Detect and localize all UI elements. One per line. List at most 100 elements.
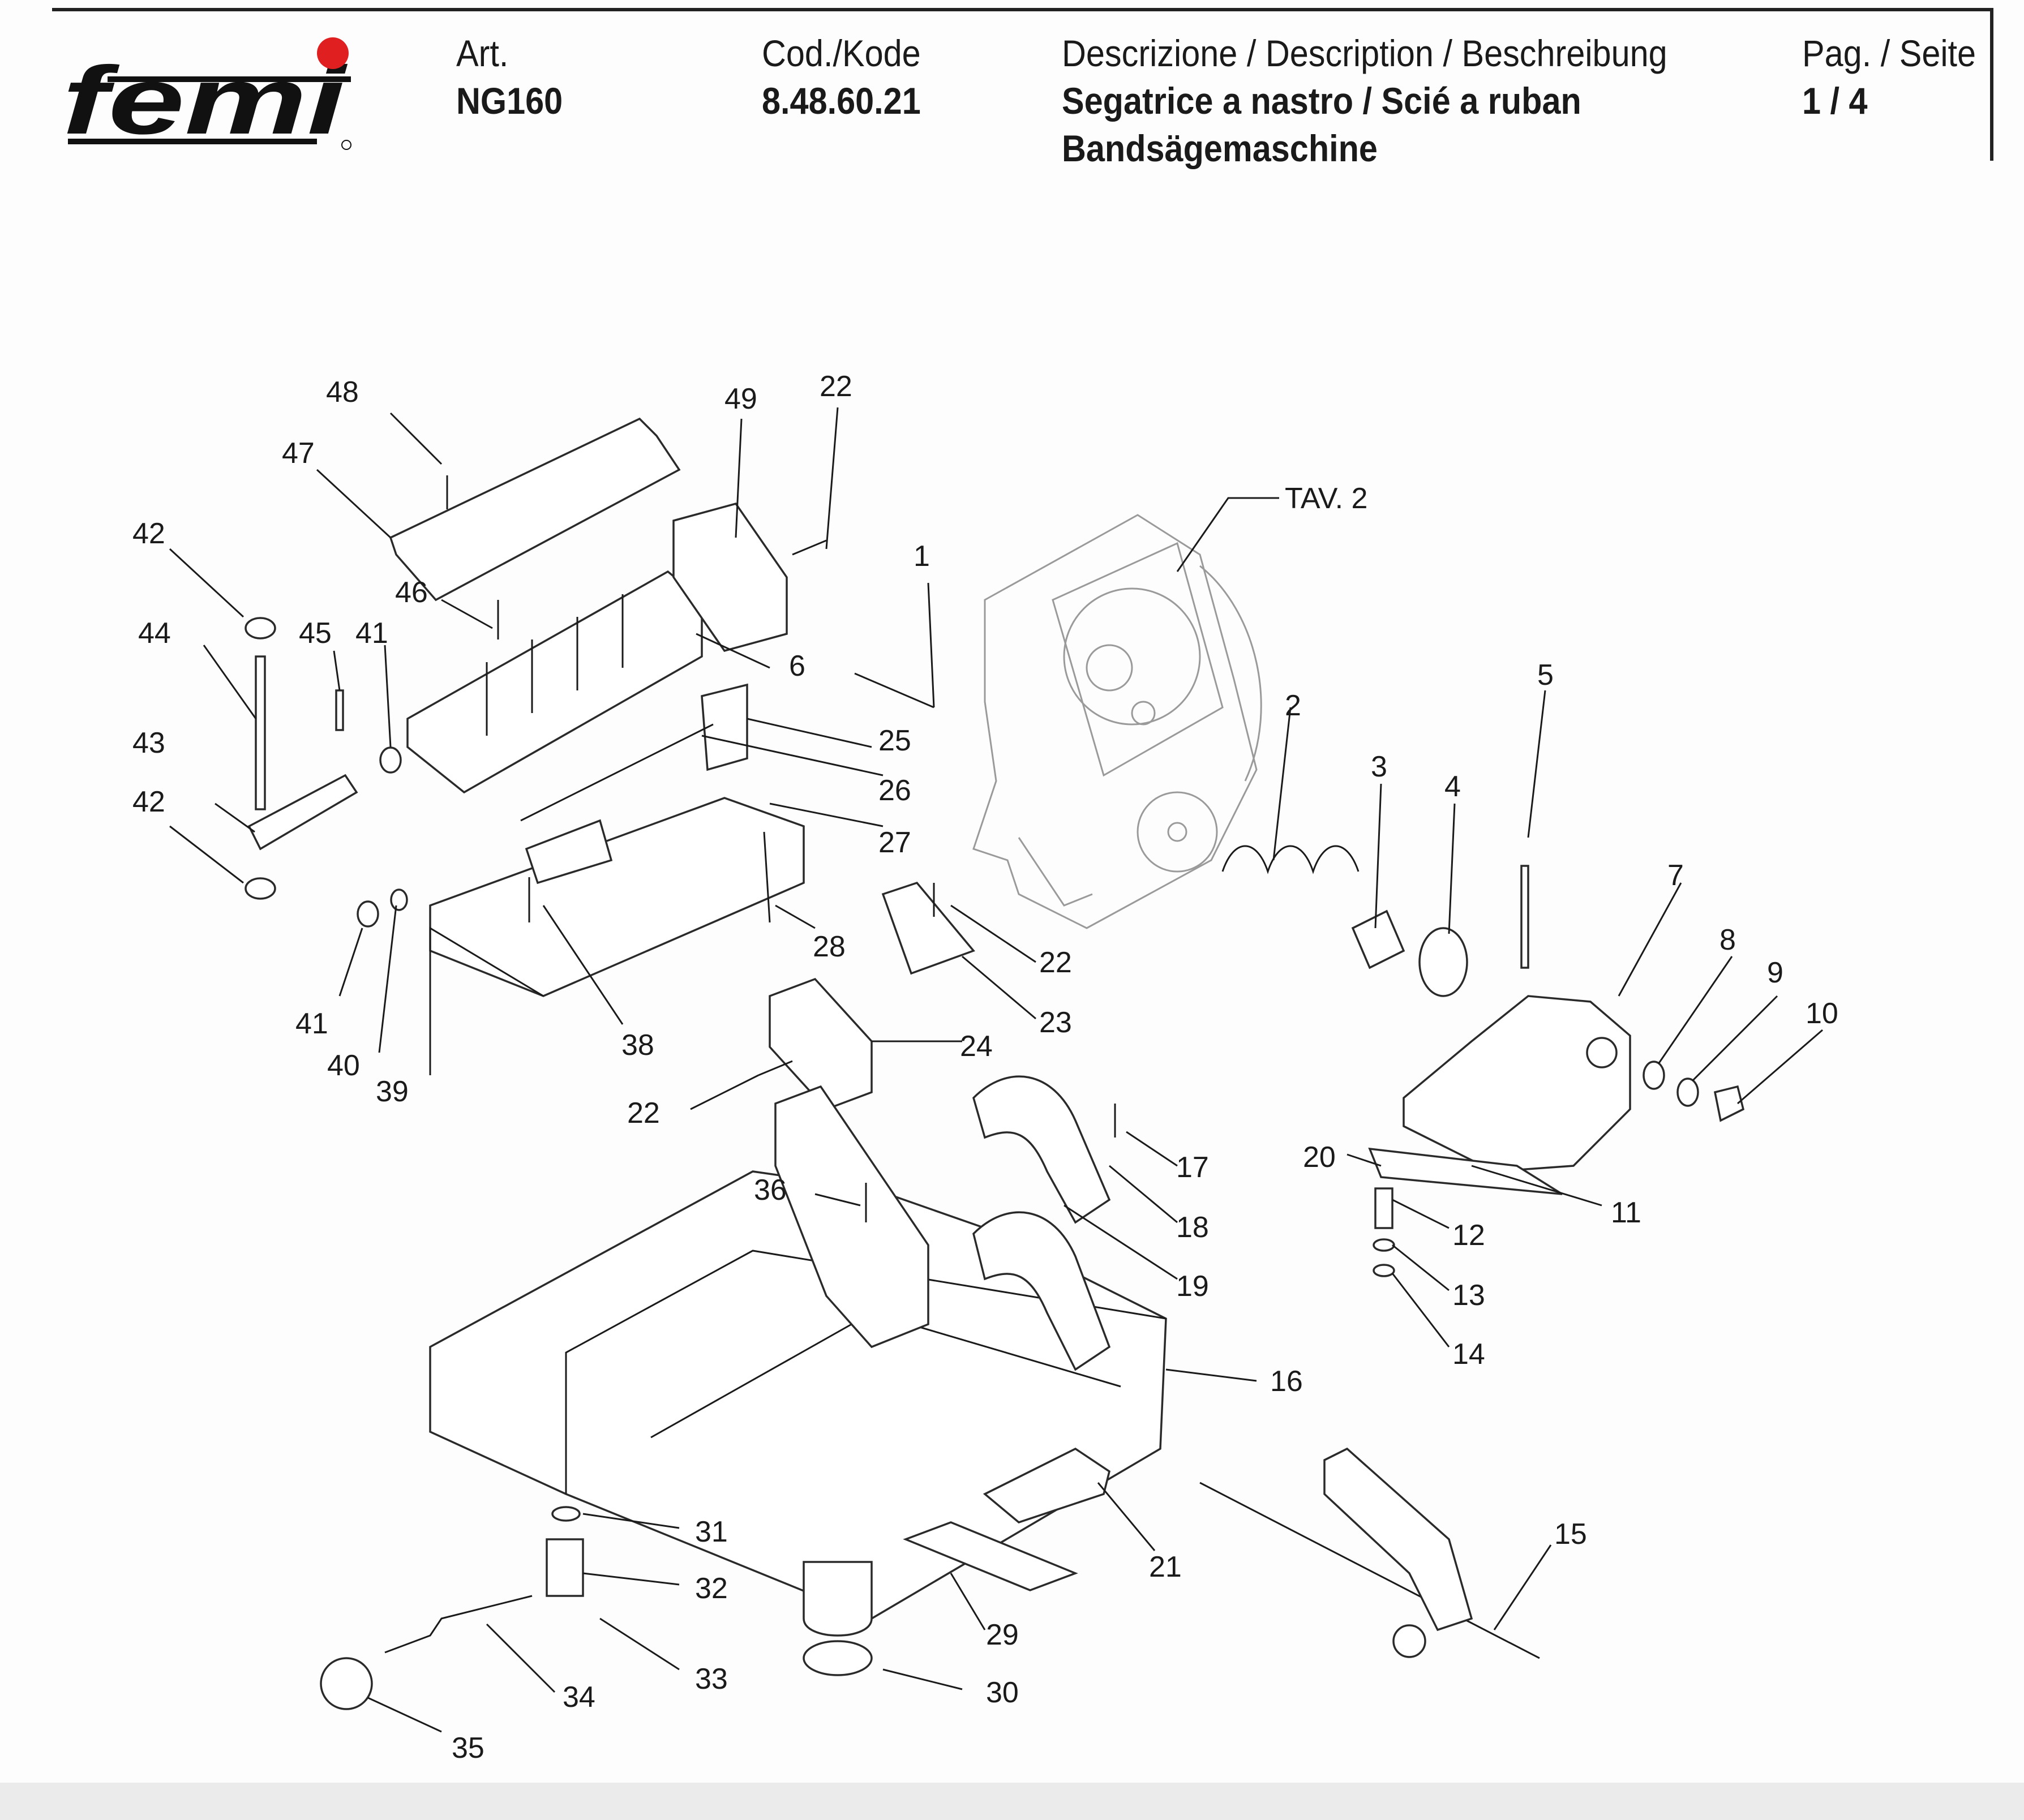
callout-numbers: 1 2 3 4 5 6 7 8 9 10 11 12 13 14 15 16 1… bbox=[132, 370, 1838, 1765]
tav2-reference: TAV. 2 bbox=[1285, 482, 1367, 515]
callout-44: 44 bbox=[138, 617, 171, 650]
tav2-ghost-assembly bbox=[972, 514, 1262, 929]
page-label: Pag. / Seite bbox=[1802, 32, 1976, 74]
code-field: Cod./Kode 8.48.60.21 bbox=[762, 29, 938, 125]
part-7-bore bbox=[1586, 1037, 1618, 1068]
callout-12: 12 bbox=[1452, 1219, 1485, 1252]
part-5-bolt bbox=[1520, 865, 1529, 969]
callout-14: 14 bbox=[1452, 1338, 1485, 1371]
callout-31: 31 bbox=[695, 1516, 728, 1548]
callout-4: 4 bbox=[1444, 770, 1461, 803]
leader-lines bbox=[169, 407, 1823, 1733]
callout-13: 13 bbox=[1452, 1279, 1485, 1312]
part-19-arc-guide bbox=[972, 1075, 1111, 1224]
part-2-spring bbox=[1221, 845, 1360, 874]
part-9-washer bbox=[1676, 1078, 1699, 1107]
part-1-screw bbox=[854, 672, 934, 709]
callout-11: 11 bbox=[1611, 1196, 1641, 1229]
part-10-nut bbox=[1713, 1085, 1745, 1122]
part-4-ring bbox=[1418, 927, 1468, 997]
callout-8: 8 bbox=[1719, 924, 1736, 956]
page-field: Pag. / Seite 1 / 4 bbox=[1802, 29, 1995, 125]
part-21-handle bbox=[983, 1447, 1110, 1523]
callout-7: 7 bbox=[1667, 859, 1684, 892]
part-38-block bbox=[525, 819, 613, 885]
header-rule bbox=[52, 8, 1993, 11]
part-19-arc-lower bbox=[972, 1211, 1111, 1371]
part-34-crank bbox=[384, 1595, 533, 1654]
callout-45: 45 bbox=[299, 617, 332, 650]
callout-23: 23 bbox=[1039, 1006, 1072, 1039]
part-35-ball-knob bbox=[320, 1657, 373, 1710]
part-43-bar bbox=[247, 774, 358, 851]
art-value: NG160 bbox=[456, 80, 563, 122]
part-42-cap-bottom bbox=[245, 877, 276, 900]
callout-42-bottom: 42 bbox=[132, 785, 165, 818]
part-40-washer bbox=[390, 888, 408, 911]
callout-16: 16 bbox=[1270, 1365, 1303, 1398]
callout-25: 25 bbox=[878, 724, 911, 757]
callout-34: 34 bbox=[563, 1681, 595, 1714]
description-line-1: Segatrice a nastro / Scié a ruban bbox=[1062, 80, 1581, 122]
part-15-lever-shaft bbox=[1199, 1482, 1540, 1659]
part-28-screw bbox=[763, 831, 771, 923]
part-49-plate bbox=[672, 502, 788, 653]
callout-6: 6 bbox=[789, 650, 805, 682]
code-value: 8.48.60.21 bbox=[762, 80, 921, 122]
header-right-rule bbox=[1990, 8, 1993, 161]
part-22-screw-c bbox=[758, 1060, 793, 1076]
callout-33: 33 bbox=[695, 1663, 728, 1695]
callout-47: 47 bbox=[282, 437, 315, 470]
description-field: Descrizione / Description / Beschreibung… bbox=[1062, 29, 1735, 172]
art-field: Art. NG160 bbox=[456, 29, 574, 125]
part-26-lead-screw bbox=[520, 723, 714, 822]
part-47-guard bbox=[389, 417, 681, 602]
callout-9: 9 bbox=[1767, 956, 1783, 989]
part-32-collar bbox=[546, 1538, 584, 1597]
callout-1: 1 bbox=[914, 540, 930, 573]
part-3-sleeve bbox=[1351, 909, 1405, 969]
callout-3: 3 bbox=[1371, 750, 1387, 783]
callout-17: 17 bbox=[1176, 1151, 1209, 1184]
callout-27: 27 bbox=[878, 826, 911, 859]
part-15-knob bbox=[1392, 1624, 1426, 1658]
logo-dot-icon bbox=[317, 37, 349, 69]
callout-32: 32 bbox=[695, 1572, 728, 1605]
callout-42-top: 42 bbox=[132, 517, 165, 550]
callout-41-bottom: 41 bbox=[295, 1007, 328, 1040]
part-22-screw-a bbox=[792, 539, 827, 556]
callout-26: 26 bbox=[878, 774, 911, 807]
callout-41-top: 41 bbox=[355, 617, 388, 650]
femi-logo: femi bbox=[62, 37, 351, 154]
part-8-washer bbox=[1643, 1061, 1665, 1090]
callout-35: 35 bbox=[452, 1732, 484, 1765]
part-44-rod bbox=[255, 655, 266, 810]
callout-48: 48 bbox=[326, 376, 359, 409]
callout-22-right: 22 bbox=[1039, 946, 1072, 979]
callout-21: 21 bbox=[1149, 1551, 1182, 1583]
part-30-pad bbox=[803, 1640, 873, 1676]
part-36-vise-block bbox=[774, 1085, 929, 1349]
part-42-cap-top bbox=[245, 617, 276, 639]
callout-43: 43 bbox=[132, 727, 165, 759]
code-label: Cod./Kode bbox=[762, 32, 921, 74]
description-label: Descrizione / Description / Beschreibung bbox=[1062, 32, 1667, 74]
callout-22-top: 22 bbox=[820, 370, 852, 403]
callout-18: 18 bbox=[1176, 1211, 1209, 1244]
description-line-2: Bandsägemaschine bbox=[1062, 127, 1378, 169]
brand-wordmark: femi bbox=[62, 47, 348, 154]
part-45-pin bbox=[335, 689, 344, 731]
part-13-washer bbox=[1373, 1238, 1395, 1252]
part-14-washer bbox=[1373, 1264, 1395, 1277]
callout-5: 5 bbox=[1537, 659, 1554, 692]
callout-28: 28 bbox=[813, 930, 846, 963]
part-30-foot bbox=[803, 1561, 873, 1637]
registered-mark-icon bbox=[341, 140, 351, 150]
callout-40: 40 bbox=[327, 1049, 360, 1082]
part-27-slide-plate bbox=[429, 797, 805, 997]
page-value: 1 / 4 bbox=[1802, 80, 1868, 122]
callout-2: 2 bbox=[1285, 689, 1301, 722]
part-drawings bbox=[245, 417, 1745, 1710]
